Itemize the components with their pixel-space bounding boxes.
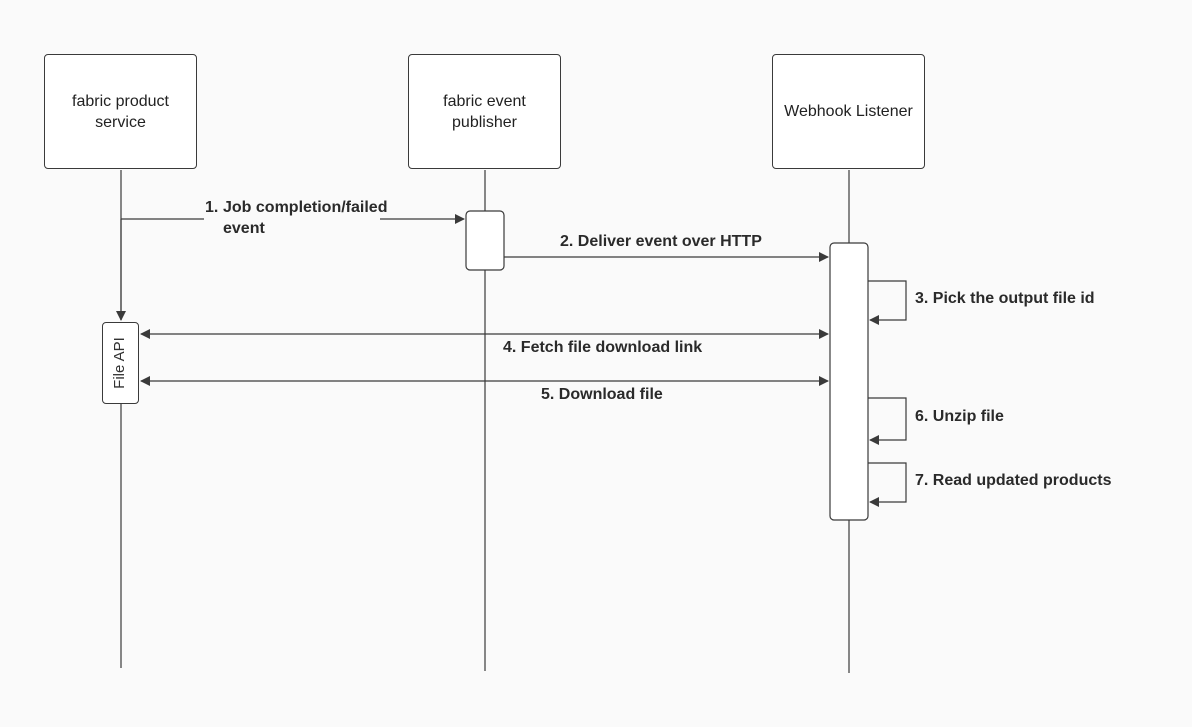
step-1-label-line-1: Job completion/failed [223,199,388,216]
listener-activation [829,242,869,521]
arrow-step-3 [868,280,907,325]
step-1-label-line-2: event [223,220,265,237]
actor-event-publisher: fabric event publisher [408,54,561,169]
step-1-number: 1. [205,199,219,216]
file-api-label: File API [111,337,128,389]
arrow-step-7 [868,462,907,507]
file-api-box [102,322,139,404]
step-6-label: 6. Unzip file [915,408,1004,425]
step-5-label: 5. Download file [541,386,663,403]
actor-event-publisher-line-1: fabric event [443,92,526,110]
actor-product-service-line-1: fabric product [72,92,169,110]
actor-webhook-listener-label: Webhook Listener [784,103,913,120]
actor-product-service-line-2: service [95,113,146,131]
actor-webhook-listener: Webhook Listener [772,54,925,169]
step-4-label: 4. Fetch file download link [503,339,703,356]
step-3-label: 3. Pick the output file id [915,290,1095,307]
step-7-label: 7. Read updated products [915,472,1112,489]
actor-product-service: fabric product service [44,54,197,169]
step-2-label: 2. Deliver event over HTTP [560,233,762,250]
actor-event-publisher-line-2: publisher [452,113,517,131]
publisher-activation [465,210,505,271]
arrow-step-6 [868,397,907,445]
